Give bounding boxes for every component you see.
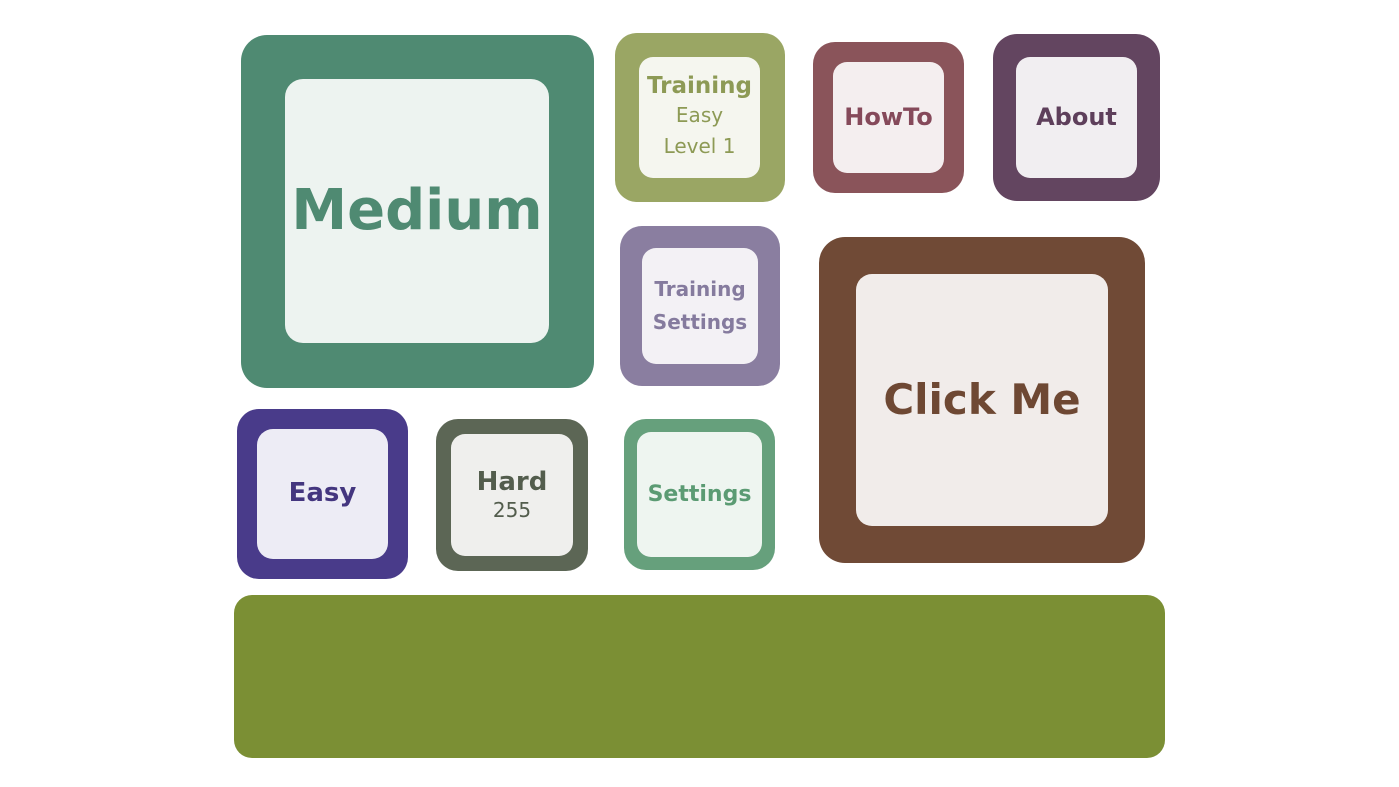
training-settings-button[interactable]: Training Settings	[620, 226, 780, 386]
training-settings-label-line1: Training	[654, 277, 746, 301]
click-me-label: Click Me	[883, 374, 1081, 424]
bottom-panel	[234, 595, 1165, 758]
howto-button-face[interactable]: HowTo	[833, 62, 944, 173]
hard-label: Hard	[476, 467, 548, 498]
about-button[interactable]: About	[993, 34, 1160, 201]
medium-button-face[interactable]: Medium	[285, 79, 549, 343]
medium-label: Medium	[291, 177, 543, 243]
howto-button[interactable]: HowTo	[813, 42, 964, 193]
training-level-label: Level 1	[663, 133, 736, 158]
howto-label: HowTo	[844, 102, 933, 131]
easy-label: Easy	[288, 478, 357, 509]
click-me-button[interactable]: Click Me	[819, 237, 1145, 563]
about-label: About	[1036, 102, 1117, 131]
about-button-face[interactable]: About	[1016, 57, 1137, 178]
easy-difficulty-button[interactable]: Easy	[237, 409, 408, 579]
training-mode-label: Easy	[675, 102, 724, 127]
hard-value: 255	[492, 497, 532, 522]
settings-button[interactable]: Settings	[624, 419, 775, 570]
easy-button-face[interactable]: Easy	[257, 429, 388, 559]
training-settings-label-line2: Settings	[652, 310, 748, 334]
training-settings-button-face[interactable]: Training Settings	[642, 248, 758, 364]
click-me-button-face[interactable]: Click Me	[856, 274, 1108, 526]
training-button[interactable]: Training Easy Level 1	[615, 33, 785, 202]
hard-button-face[interactable]: Hard 255	[451, 434, 573, 556]
settings-button-face[interactable]: Settings	[637, 432, 762, 557]
training-button-face[interactable]: Training Easy Level 1	[639, 57, 760, 178]
settings-label: Settings	[647, 481, 752, 507]
hard-difficulty-button[interactable]: Hard 255	[436, 419, 588, 571]
medium-difficulty-button[interactable]: Medium	[241, 35, 594, 388]
training-label: Training	[646, 73, 752, 100]
